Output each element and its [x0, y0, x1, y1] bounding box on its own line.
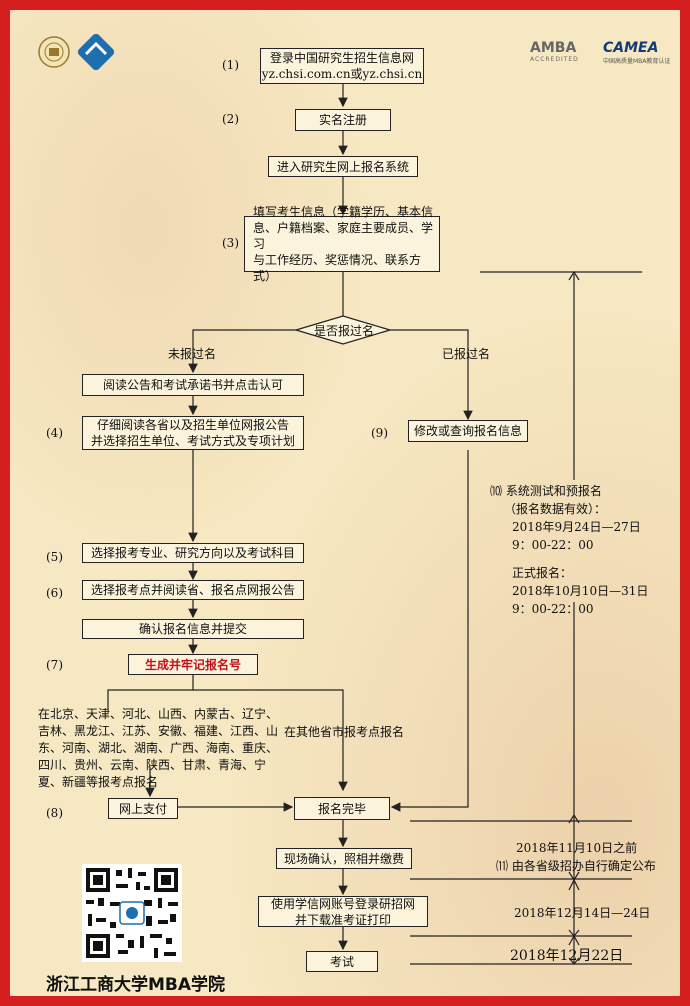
- step-11: ⑾: [496, 859, 509, 873]
- step-10: ⑽: [490, 484, 503, 498]
- login-line2: yz.chsi.com.cn或yz.chsi.cn: [261, 67, 423, 81]
- print-line1: 使用学信网账号登录研招网: [270, 896, 415, 911]
- formal-time: 9：00-22：00: [512, 602, 594, 616]
- step-3: (3): [222, 236, 239, 250]
- step-2: (2): [222, 112, 239, 126]
- choose-site-box: 选择报考点并阅读省、报名点网报公告: [82, 580, 304, 600]
- modify-box: 修改或查询报名信息: [408, 420, 528, 442]
- step-8: (8): [46, 806, 63, 820]
- poster: AMBA ACCREDITED CAMEA 中国高质量MBA教育认证: [10, 10, 680, 996]
- step-7: (7): [46, 658, 63, 672]
- step-5: (5): [46, 550, 63, 564]
- amba-sub: ACCREDITED: [530, 56, 579, 63]
- provinces-line4: 四川、贵州、云南、陕西、甘肃、青海、宁: [38, 758, 267, 772]
- t11-date: 2018年11月10日之前: [516, 841, 638, 855]
- select-unit-line1: 仔细阅读各省以及招生单位网报公告: [96, 418, 289, 432]
- pay-box: 网上支付: [108, 798, 178, 819]
- login-box: 登录中国研究生招生信息网 yz.chsi.com.cn或yz.chsi.cn: [260, 48, 424, 84]
- generate-box: 生成并牢记报名号: [128, 654, 258, 675]
- qr-code: [82, 864, 182, 962]
- login-line1: 登录中国研究生招生信息网: [269, 51, 414, 65]
- provinces-text: 在北京、天津、河北、山西、内蒙古、辽宁、 吉林、黑龙江、江苏、安徽、福建、江西、…: [38, 706, 278, 791]
- camea-logo: CAMEA 中国高质量MBA教育认证: [603, 40, 670, 65]
- fill-info-box: 填写考生信息（学籍学历、基本信 息、户籍档案、家庭主要成员、学习 与工作经历、奖…: [244, 205, 440, 283]
- t10-title: 系统测试和预报名: [505, 484, 602, 498]
- register-box: 实名注册: [295, 109, 391, 131]
- select-unit-line2: 并选择招生单位、考试方式及专项计划: [90, 434, 295, 448]
- decision-label: 是否报过名: [314, 324, 375, 338]
- formal-date: 2018年10月10日—31日: [512, 584, 649, 598]
- read-notice-box: 阅读公告和考试承诺书并点击认可: [82, 374, 304, 396]
- camea-sub: 中国高质量MBA教育认证: [603, 58, 671, 65]
- fill-info-line2: 息、户籍档案、家庭主要成员、学习: [253, 221, 434, 251]
- done-box: 报名完毕: [294, 797, 390, 820]
- amba-name: AMBA: [530, 40, 577, 56]
- choose-major-box: 选择报考专业、研究方向以及考试科目: [82, 543, 304, 563]
- step-1: (1): [222, 58, 239, 72]
- provinces-line3: 东、河南、湖北、湖南、广西、海南、重庆、: [38, 741, 279, 755]
- provinces-line5: 夏、新疆等报考点报名: [38, 775, 159, 789]
- t10-sub: （报名数据有效）：: [504, 502, 607, 516]
- print-box: 使用学信网账号登录研招网 并下载准考证打印: [258, 896, 428, 927]
- t11-note: 由各省级招办自行确定公布: [511, 859, 656, 873]
- other-provinces-text: 在其他省市报考点报名: [284, 725, 405, 739]
- step-6: (6): [46, 586, 63, 600]
- timeline-block-10: ⑽ 系统测试和预报名 （报名数据有效）： 2018年9月24日—27日 9：00…: [490, 482, 648, 618]
- decision-diamond: [293, 315, 393, 345]
- fill-info-line3: 与工作经历、奖惩情况、联系方式）: [253, 253, 422, 283]
- t10-time: 9：00-22：00: [512, 538, 594, 552]
- select-unit-box: 仔细阅读各省以及招生单位网报公告 并选择招生单位、考试方式及专项计划: [82, 416, 304, 450]
- fill-info-line1: 填写考生信息（学籍学历、基本信: [253, 205, 434, 219]
- onsite-box: 现场确认，照相并缴费: [276, 848, 412, 869]
- print-line2: 并下载准考证打印: [294, 912, 391, 927]
- formal-title: 正式报名：: [512, 566, 573, 580]
- confirm-box: 确认报名信息并提交: [82, 619, 304, 639]
- print-date: 2018年12月14日—24日: [514, 906, 651, 920]
- t11-line: ⑾ 由各省级招办自行确定公布: [496, 858, 656, 874]
- school-logos: [38, 33, 115, 71]
- exam-date: 2018年12月22日: [510, 948, 624, 964]
- step-4: (4): [46, 426, 63, 440]
- branch-not-registered: 未报过名: [168, 347, 217, 361]
- t10-date: 2018年9月24日—27日: [512, 520, 641, 534]
- provinces-line2: 吉林、黑龙江、江苏、安徽、福建、江西、山: [38, 724, 279, 738]
- school-name: 浙江工商大学MBA学院: [46, 975, 226, 995]
- branch-registered: 已报过名: [442, 347, 491, 361]
- provinces-line1: 在北京、天津、河北、山西、内蒙古、辽宁、: [38, 707, 279, 721]
- camea-name: CAMEA: [603, 40, 659, 56]
- enter-system-box: 进入研究生网上报名系统: [268, 156, 418, 177]
- step-9: (9): [371, 426, 388, 440]
- flow-connectors: [107, 84, 642, 965]
- amba-logo: AMBA ACCREDITED: [530, 40, 579, 63]
- exam-box: 考试: [306, 951, 378, 972]
